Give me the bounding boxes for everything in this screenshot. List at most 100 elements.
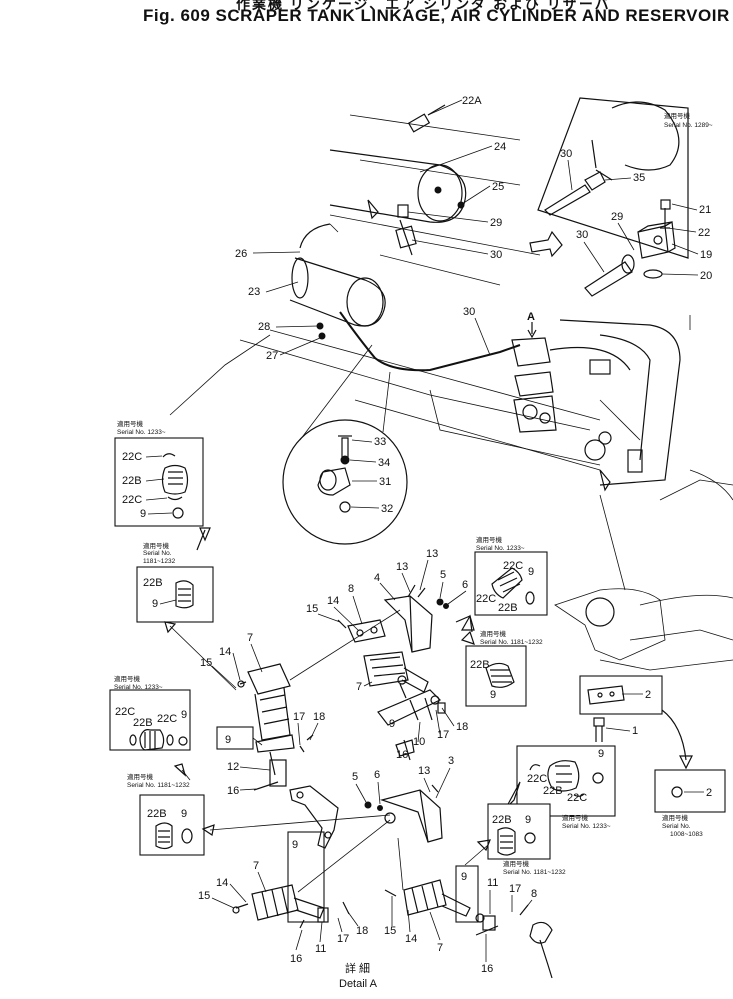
callout-5-b: 5	[352, 771, 358, 783]
figure-title-japanese: 作業機 リンケージ、エア シリンダ および リザーバ	[236, 0, 611, 12]
check-valve-assembly	[584, 199, 676, 297]
callout-9-h: 9	[292, 839, 298, 851]
callout-22B-g: 22B	[543, 785, 563, 797]
note-1289: Serial No. 1289~	[664, 122, 713, 129]
magnified-clamp-circle	[282, 344, 408, 545]
note-jp-1233-lower-left: 適用号機	[114, 674, 141, 683]
callout-9-a: 9	[140, 508, 146, 520]
callout-22C-h: 22C	[567, 792, 587, 804]
callout-labels: 22A 24 25 29 30 30 35 21 22 19 20 29 30	[115, 95, 712, 975]
callout-9-box-upper: 9	[225, 734, 231, 746]
note-1233-left: Serial No. 1233~	[117, 429, 166, 436]
hand-lever	[529, 921, 553, 979]
callout-15-a: 15	[200, 657, 212, 669]
callout-8: 8	[348, 583, 354, 595]
callout-14-b: 14	[327, 595, 339, 607]
callout-14-a: 14	[219, 646, 231, 658]
callout-6-b: 6	[374, 769, 380, 781]
callout-10: 10	[413, 736, 425, 748]
bracket-plate-item-2	[579, 675, 663, 715]
callout-17-c: 17	[337, 933, 349, 945]
note-jp-1181-left: 適用号機	[143, 541, 170, 550]
callout-30-inset: 30	[560, 148, 572, 160]
callout-22C-d: 22C	[157, 713, 177, 725]
callout-2-b: 2	[706, 787, 712, 799]
callout-22B-f: 22B	[470, 659, 490, 671]
callout-14-d: 14	[405, 933, 417, 945]
callout-29-top: 29	[490, 217, 502, 229]
leader-line-cylinder-right	[397, 837, 404, 891]
arrow-1181-right-center	[460, 630, 475, 645]
callout-22B-b: 22B	[143, 577, 163, 589]
pointer-arrow-inset	[529, 230, 563, 258]
callout-9-g: 9	[490, 689, 496, 701]
callout-31: 31	[379, 476, 391, 488]
inset-box-1181-left	[136, 566, 214, 623]
leader-line-inset-left	[169, 334, 271, 416]
callout-22C-g: 22C	[527, 773, 547, 785]
inset-box-1233-right-center	[474, 551, 548, 616]
detail-caption: Detail A	[339, 978, 378, 990]
callout-16-a: 16	[227, 785, 239, 797]
leader-line-detail	[599, 494, 626, 591]
note-jp-1233-right-center: 適用号機	[476, 535, 503, 544]
callout-20: 20	[700, 270, 712, 282]
callout-16-c: 16	[290, 953, 302, 965]
callout-26: 26	[235, 248, 247, 260]
callout-22B-d: 22B	[147, 808, 167, 820]
callout-18-c: 18	[356, 925, 368, 937]
callout-12: 12	[227, 761, 239, 773]
bolt-item-1	[593, 717, 605, 742]
callout-22C-a: 22C	[122, 451, 142, 463]
pointer-arrow-head-lower	[201, 824, 215, 836]
note-1181-right-center: Serial No. 1181~1232	[480, 639, 543, 646]
mounting-bracket-lower	[364, 784, 443, 843]
inset-box-1181-right-center	[465, 645, 527, 707]
air-reservoir-tank	[329, 114, 541, 286]
callout-9-i: 9	[461, 871, 467, 883]
callout-22C-e: 22C	[503, 560, 523, 572]
callout-15-b: 15	[306, 603, 318, 615]
callout-27: 27	[266, 350, 278, 362]
marker-a-arrow	[527, 322, 537, 339]
detail-caption-jp: 詳 細	[345, 961, 370, 975]
marker-a: A	[527, 311, 535, 323]
note-jp-1233-lower-right: 適用号機	[562, 813, 589, 822]
callout-22C-f: 22C	[476, 593, 496, 605]
callout-13-a: 13	[426, 548, 438, 560]
callout-15-c: 15	[198, 890, 210, 902]
callout-22A: 22A	[462, 95, 482, 107]
callout-22C-b: 22C	[122, 494, 142, 506]
callout-3: 3	[448, 755, 454, 767]
inset-serial-1289	[537, 97, 689, 259]
mounting-bracket-upper	[337, 584, 473, 653]
callout-5-a: 5	[440, 569, 446, 581]
callout-7-b: 7	[356, 681, 362, 693]
callout-9-j: 9	[598, 748, 604, 760]
control-valve-cluster	[511, 337, 643, 492]
callout-9-b: 9	[152, 598, 158, 610]
callout-18-b: 18	[456, 721, 468, 733]
note-jp-1181-lower-right: 適用号機	[503, 859, 530, 868]
note-1233-lower-right: Serial No. 1233~	[562, 823, 611, 830]
callout-30-right: 30	[576, 229, 588, 241]
link-arm-lower	[289, 785, 339, 849]
callout-22B-e: 22B	[498, 602, 518, 614]
note-1233-right-center: Serial No. 1233~	[476, 545, 525, 552]
callout-28: 28	[258, 321, 270, 333]
callout-box-9-lower-right	[455, 865, 479, 923]
note-1008-a: Serial No.	[662, 823, 691, 830]
callout-1: 1	[632, 725, 638, 737]
air-cylinder-upper-left	[237, 609, 401, 791]
inset-box-1181-lower-right	[487, 803, 551, 860]
callout-6-a: 6	[462, 579, 468, 591]
callout-21: 21	[699, 204, 711, 216]
pointer-arrow-head-1181	[164, 621, 177, 634]
callout-19: 19	[700, 249, 712, 261]
note-1181-lower-left: Serial No. 1181~1232	[127, 782, 190, 789]
callout-30-pipe: 30	[463, 306, 475, 318]
inset-box-1181-lower-left	[139, 794, 205, 856]
air-cylinder-center	[363, 651, 429, 699]
